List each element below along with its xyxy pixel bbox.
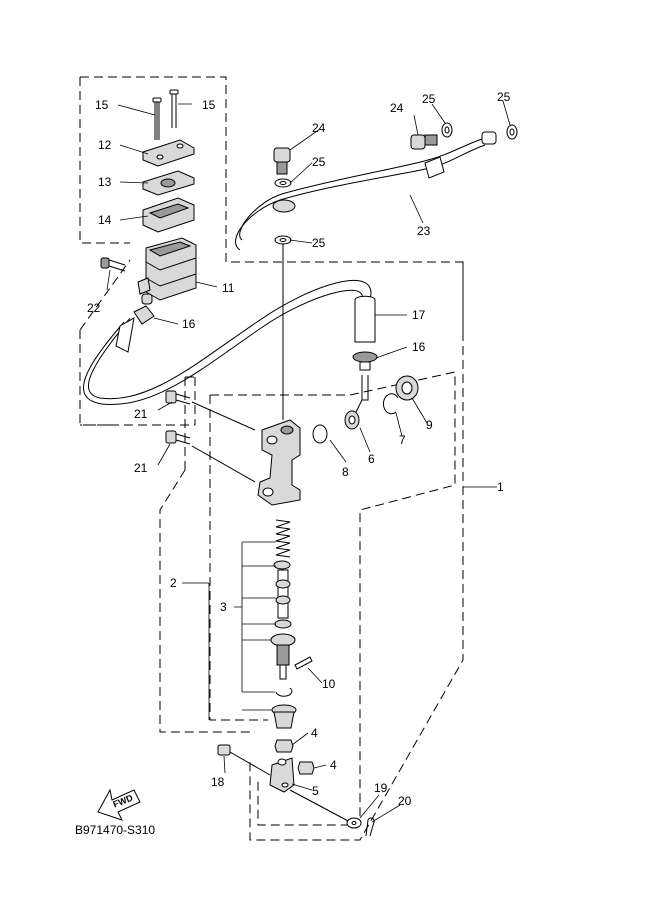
washer-19 [346,817,362,829]
bolt-21-upper [165,390,191,405]
dust-boot [271,704,297,729]
boot-9 [395,375,419,401]
banjo-bolt-24-center [273,147,291,175]
hose-clamp-16-lower [352,351,378,371]
callout-25-right-b: 25 [497,90,511,104]
callout-5: 5 [312,784,319,798]
callout-16-lower: 16 [412,340,426,354]
callout-17: 17 [412,308,426,322]
callout-23: 23 [417,224,431,238]
reservoir-11 [137,237,197,305]
callout-21-upper: 21 [134,407,148,421]
callout-25-right-a: 25 [422,92,436,106]
callout-2: 2 [170,576,177,590]
hose-clamp-16-upper [133,305,155,325]
screw-15-left [152,97,162,140]
callout-labels: 15 15 12 13 14 11 22 16 24 25 25 24 25 2… [87,90,511,808]
brake-hose-23 [235,131,497,251]
callout-24-right: 24 [390,101,404,115]
callout-11: 11 [222,281,235,295]
callout-16-upper: 16 [182,317,196,331]
callout-15-right: 15 [202,98,216,112]
washer-25-right-b [506,124,518,140]
diaphragm-14 [142,197,195,233]
reservoir-cap-12 [142,139,195,167]
callout-20: 20 [398,794,412,808]
callout-19: 19 [374,781,388,795]
push-rod [270,633,296,680]
callout-18: 18 [211,775,225,789]
callout-10: 10 [322,677,336,691]
screw-15-right [169,89,179,128]
circlip-kit [275,687,293,697]
circlip-7 [382,393,399,415]
nut-4-right [297,761,315,775]
callout-24-center: 24 [312,121,326,135]
o-ring-8 [312,424,328,444]
banjo-fitting [272,199,296,213]
kit-2-boundary [159,469,255,733]
callout-8: 8 [342,465,349,479]
hose-joint-6 [344,375,369,430]
clevis-5 [269,757,295,793]
callout-4-upper: 4 [311,726,318,740]
banjo-bolt-24-right [410,134,438,150]
master-cylinder-body [257,419,301,506]
callout-21-lower: 21 [134,461,148,475]
cotter-pin-20 [365,817,375,837]
forward-arrow-icon: FWD [97,788,141,821]
reservoir-hose-17 [82,279,376,406]
callout-15-left: 15 [95,98,109,112]
callout-3: 3 [220,600,227,614]
diagram-code: B971470-S310 [75,823,155,837]
callout-9: 9 [426,418,433,432]
spring [275,519,291,558]
callout-6: 6 [368,452,375,466]
hose-group-boundary [79,259,131,426]
pin-10 [294,656,313,670]
callout-25-center-lower: 25 [312,236,326,250]
leader-lines [106,100,511,823]
callout-7: 7 [399,433,406,447]
washer-25-center-lower [274,235,292,245]
washer-25-center-upper [274,178,292,188]
reservoir-group-boundary [79,76,464,426]
callout-13: 13 [98,175,112,189]
nut-4-upper [274,739,294,753]
washer-25-right-a [441,122,453,138]
pin-18 [217,744,271,776]
pin-axis [289,789,351,823]
bolt-21-axes [191,401,256,483]
callout-25-center-upper: 25 [312,155,326,169]
callout-4-right: 4 [330,758,337,772]
callout-12: 12 [98,138,112,152]
piston [275,569,291,619]
screw-22 [100,257,126,272]
cup-secondary [274,619,292,629]
cup-primary [273,560,291,570]
callout-22: 22 [87,301,101,315]
cap-plate-13 [142,170,195,196]
callout-14: 14 [98,213,112,227]
bolt-21-lower [165,430,191,445]
callout-1: 1 [497,480,504,494]
